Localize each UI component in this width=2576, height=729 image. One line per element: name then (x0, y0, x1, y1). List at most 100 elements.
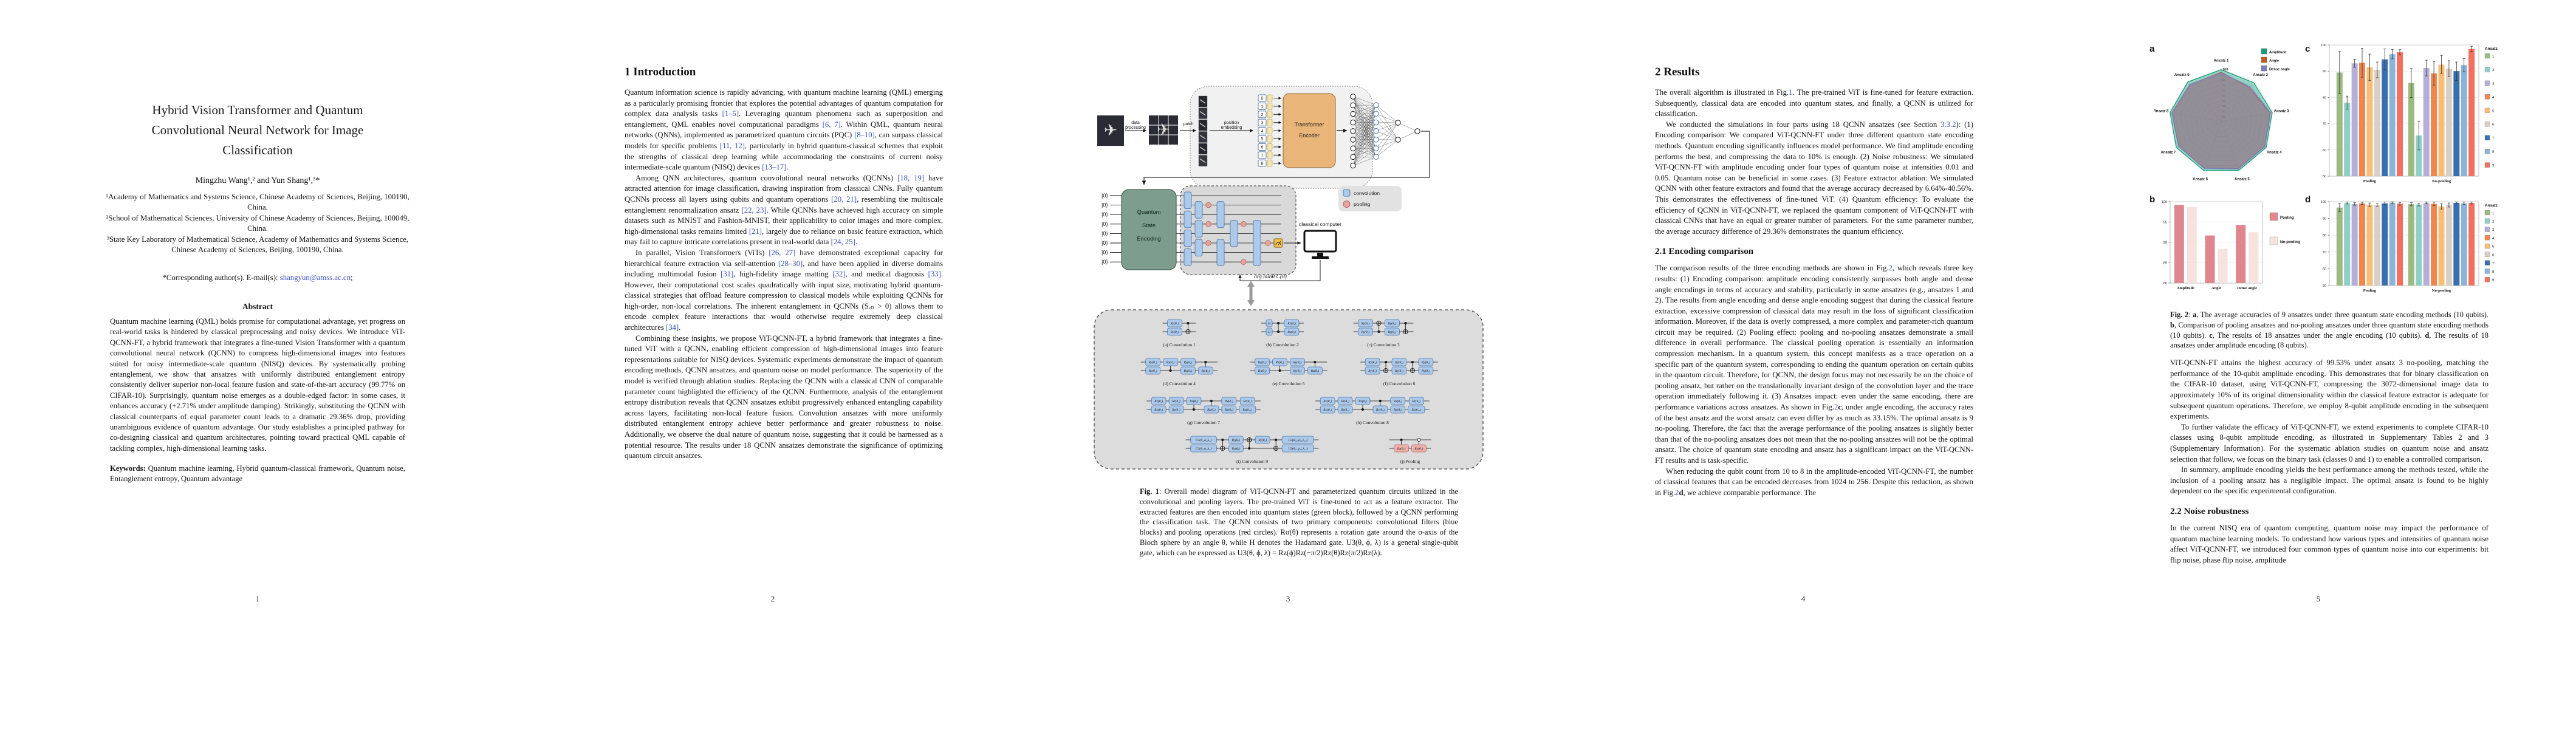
citation-link[interactable]: [34] (665, 323, 679, 332)
affiliation-line: ³State Key Laboratory of Mathematical Sc… (107, 235, 408, 254)
paper-title-line: Hybrid Vision Transformer and Quantum (152, 103, 363, 117)
citation-link[interactable]: 1 (1789, 88, 1793, 97)
bar-Pooling-ansatz-5 (2366, 204, 2373, 286)
qubit-ket-label: |0⟩ (1101, 193, 1108, 199)
gate-label: Ry(θ₁) (1148, 360, 1157, 364)
gate-label: Rz(θ₂) (1287, 330, 1296, 334)
quantum-state-encoding-label: Encoding (1137, 236, 1161, 242)
svg-text:50: 50 (2222, 94, 2225, 97)
figure-2-caption-label: Fig. 2 (2170, 310, 2189, 319)
bar-Pooling-ansatz-7 (2382, 59, 2388, 176)
gate-label: Rz(θ₁) (1287, 321, 1296, 326)
series-legend-label: No-pooling (2280, 240, 2300, 244)
quantum-state-encoding-label: Quantum (1137, 209, 1160, 216)
bar-No-pooling-ansatz-3 (2423, 68, 2430, 177)
body-paragraph: In the current NISQ era of quantum compu… (2170, 523, 2489, 564)
citation-link[interactable]: [8–10] (854, 131, 875, 140)
gate-label: Rx(θ₁) (1323, 399, 1332, 403)
email-link[interactable]: shangyun@amss.ac.cn (279, 273, 351, 282)
svg-text:embedding: embedding (1221, 126, 1242, 130)
legend-item-label: 2 (2492, 220, 2494, 224)
y-tick-label: 70 (2323, 251, 2326, 255)
gate-label: Rx(θ₆) (1375, 408, 1385, 412)
bar-Pooling-ansatz-2 (2344, 203, 2351, 286)
gate-label: Ry(θ₂) (1258, 369, 1267, 373)
gate-label: Ry(θ₄) (1394, 369, 1403, 373)
citation-link[interactable]: [20, 21] (831, 194, 857, 204)
citation-link[interactable]: [26, 27] (769, 248, 796, 257)
gate-label: Ry(θ₅) (1184, 369, 1193, 373)
gate-label: Ry(θ₅) (1421, 360, 1430, 364)
gate-label: Rz(θ₃) (1171, 399, 1180, 403)
citation-link[interactable]: 2 (1675, 488, 1679, 497)
gate-label: Rx(θ₇) (1393, 399, 1402, 403)
gate-label: Rz(θ₃) (1340, 399, 1349, 403)
vit-token-label: 5 (1261, 137, 1264, 142)
bar-Pooling-ansatz-9 (2397, 52, 2403, 176)
radar-axis-label: Ansatz 4 (2267, 151, 2282, 154)
radar-series-Dense angle (2171, 72, 2271, 169)
citation-link[interactable]: 2 (1888, 264, 1893, 273)
bar-No-pooling-Amplitude (2187, 207, 2197, 283)
legend-item-label: 2 (2492, 69, 2494, 72)
page-number-2: 2 (770, 594, 775, 603)
citation-link[interactable]: [31] (721, 270, 734, 279)
bar-Pooling-ansatz-5 (2366, 67, 2373, 176)
y-tick-label: 80 (2323, 234, 2326, 238)
gate-label: Rx(θ₈) (1224, 408, 1233, 412)
citation-link[interactable]: 2 (1834, 403, 1838, 412)
figure-1-caption-text: : Overall model diagram of ViT-QCNN-FT a… (1140, 487, 1458, 557)
subcircuit-caption: (f) Convolution 6 (1383, 381, 1416, 386)
subplot-letter-b: b (2150, 194, 2156, 205)
gate-label: Rx(θ₈) (1393, 408, 1402, 412)
citation-link[interactable]: [21] (748, 227, 762, 236)
bar-No-pooling-ansatz-2 (2416, 204, 2422, 286)
qubit-ket-label: |0⟩ (1101, 221, 1108, 227)
qubit-ket-label: |0⟩ (1101, 259, 1108, 265)
authors-line: Mingzhu Wang¹,² and Yun Shang¹,³* (195, 176, 320, 185)
body-paragraph: The overall algorithm is illustrated in … (1655, 88, 1973, 118)
subsection-heading-encoding-comparison: 2.1 Encoding comparison (1655, 247, 1754, 257)
subcircuit-caption: (i) Convolution 9 (1236, 459, 1268, 464)
citation-link[interactable]: [33] (928, 270, 941, 279)
radar-legend-label: Angle (2269, 60, 2280, 63)
page-number-3: 3 (1286, 594, 1290, 603)
bar-No-pooling-ansatz-6 (2445, 205, 2452, 286)
citation-link[interactable]: 3.3.2 (1941, 120, 1956, 129)
figure-2-caption: Fig. 2: a, The average accuracies of 9 a… (2170, 310, 2489, 351)
legend-item-label: 5 (2492, 245, 2494, 249)
svg-text:20: 20 (2222, 110, 2225, 113)
category-label: Amplitude (2177, 286, 2194, 290)
citation-link[interactable]: [6, 7] (822, 120, 841, 129)
body-paragraph: To further validate the efficacy of ViT-… (2170, 422, 2489, 464)
citation-link[interactable]: [22, 23] (741, 205, 767, 214)
citation-link[interactable]: [11, 12] (719, 141, 745, 150)
gate-label: Rx(θ₁) (1154, 399, 1163, 403)
legend-item-label: 9 (2492, 164, 2494, 168)
affiliation-line: ²School of Mathematical Sciences, Univer… (106, 214, 409, 233)
legend-item-label: 4 (2492, 96, 2495, 100)
body-paragraph: Among QNN architectures, quantum convolu… (625, 173, 944, 247)
legend-item-label: 6 (2492, 253, 2494, 257)
svg-text:80: 80 (2222, 78, 2225, 81)
citation-link[interactable]: [1–5] (722, 109, 739, 118)
gate-label: Rx(θ₂) (1154, 408, 1163, 412)
citation-link[interactable]: [24, 25] (831, 238, 855, 247)
gate-label: Rz(θ₃) (1166, 360, 1175, 364)
legend-title: Ansatz (2485, 204, 2498, 208)
bar-Pooling-ansatz-7 (2382, 203, 2388, 286)
citation-link[interactable]: [13–17] (762, 163, 787, 172)
results-paragraphs: The overall algorithm is illustrated in … (1655, 87, 1973, 237)
gate-label: Ry(θ₁) (1170, 321, 1179, 326)
subplot-letter-a: a (2150, 44, 2155, 54)
y-tick-label: 50 (2323, 175, 2326, 179)
citation-link[interactable]: [32] (832, 270, 846, 279)
citation-link[interactable]: [28–30] (778, 259, 803, 268)
bar-Pooling-ansatz-8 (2389, 202, 2396, 286)
corresponding-suffix: ; (351, 273, 353, 282)
citation-link[interactable]: [18, 19] (897, 173, 925, 182)
bar-No-pooling-ansatz-2 (2416, 135, 2422, 176)
